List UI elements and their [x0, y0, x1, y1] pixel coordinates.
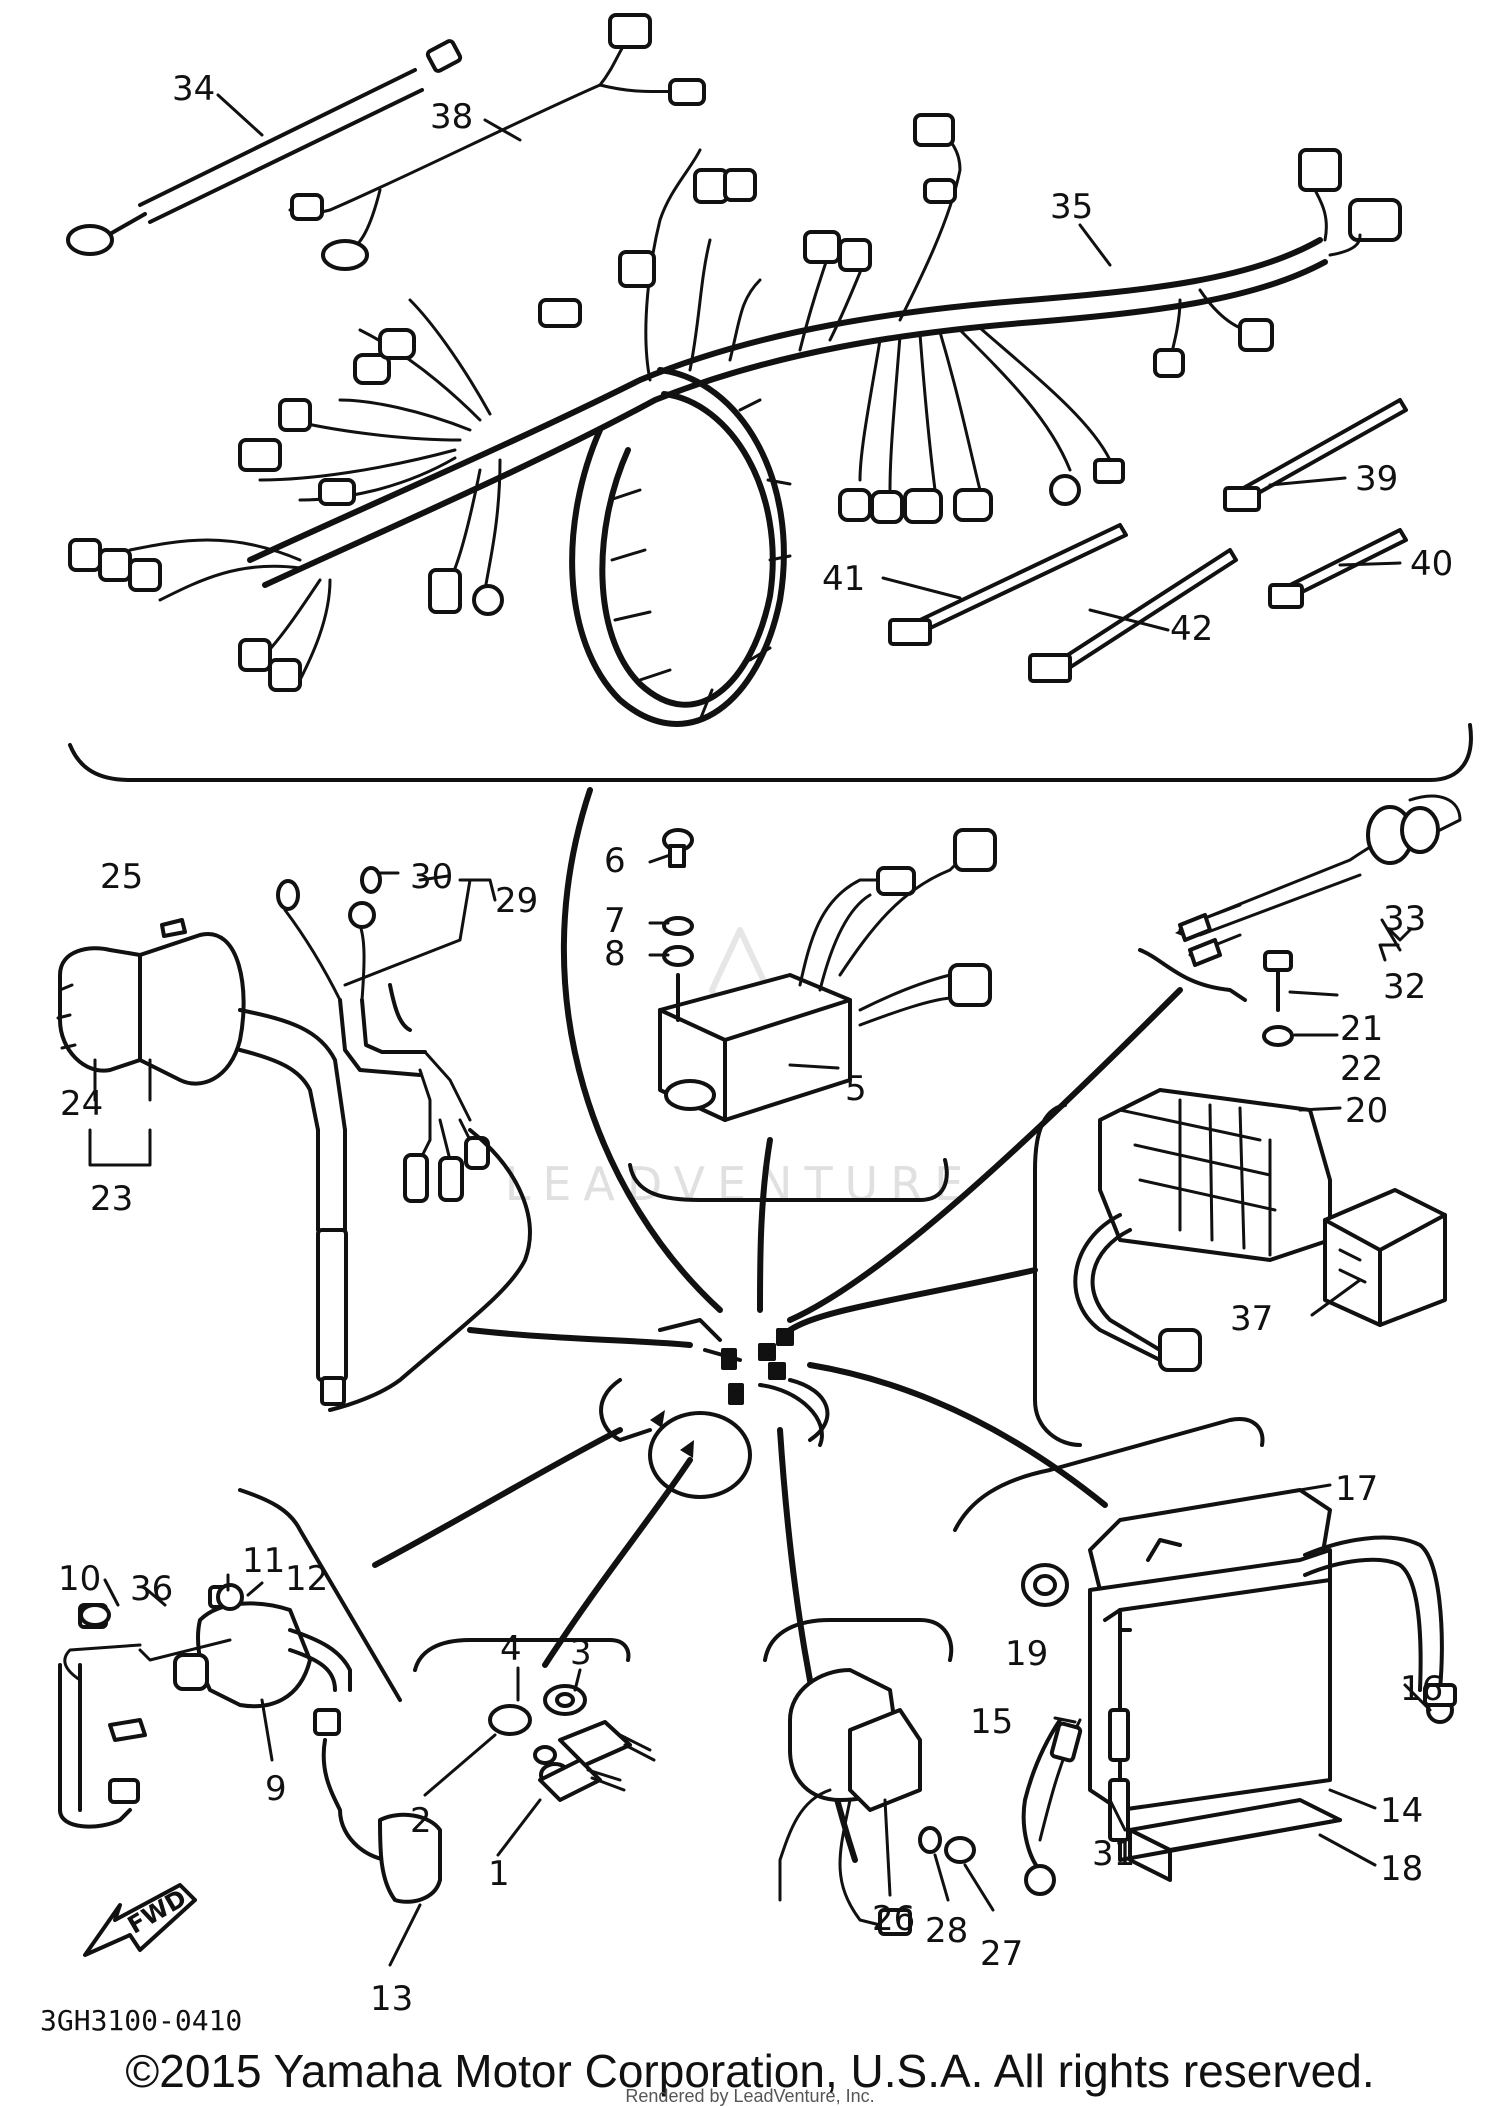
callout-3: 3	[570, 1633, 592, 1673]
diagram-code: 3GH3100-0410	[40, 2004, 242, 2037]
cable-ties-group	[888, 398, 1408, 683]
callout-18: 18	[1380, 1849, 1423, 1889]
callout-36: 36	[130, 1569, 173, 1609]
callout-20: 20	[1345, 1091, 1388, 1131]
callout-8: 8	[604, 934, 626, 974]
callout-numbers: 34 38 35 39 40 41 42 25 30 29 6 7 8 5 24…	[58, 69, 1453, 2019]
callout-35: 35	[1050, 187, 1093, 227]
callout-10: 10	[58, 1559, 101, 1599]
part-34-lead-wire	[66, 39, 463, 256]
callout-24: 24	[60, 1084, 103, 1124]
callout-6: 6	[604, 841, 626, 881]
callout-11: 11	[242, 1541, 285, 1581]
callout-17: 17	[1335, 1469, 1378, 1509]
fwd-direction-arrow: FWD	[83, 1883, 197, 1957]
callout-14: 14	[1380, 1791, 1423, 1831]
parts-6-7-8-fasteners	[662, 828, 694, 1022]
parts-9-10-11-12-13-36-ignition-coil	[58, 1488, 442, 1904]
part-38-sub-lead	[288, 13, 706, 271]
callout-25: 25	[100, 857, 143, 897]
callout-2: 2	[410, 1801, 432, 1841]
copyright-notice: ©2015 Yamaha Motor Corporation, U.S.A. A…	[125, 2045, 1375, 2097]
callout-41: 41	[822, 559, 865, 599]
callout-22: 22	[1340, 1049, 1383, 1089]
callout-5: 5	[845, 1069, 867, 1109]
callout-29: 29	[495, 881, 538, 921]
callout-1: 1	[488, 1854, 510, 1894]
parts-29-30-lead	[276, 866, 532, 1412]
callout-32: 32	[1383, 967, 1426, 1007]
main-wire-harness	[68, 113, 1402, 727]
callout-30: 30	[410, 857, 453, 897]
watermark-text: LEADVENTURE	[505, 1157, 976, 1211]
callout-19: 19	[1005, 1634, 1048, 1674]
callout-40: 40	[1410, 544, 1453, 584]
parts-20-21-22-37-rectifier	[1033, 950, 1447, 1447]
callout-9: 9	[265, 1769, 287, 1809]
callout-38: 38	[430, 97, 473, 137]
callout-42: 42	[1170, 609, 1213, 649]
callout-7: 7	[604, 901, 626, 941]
callout-16: 16	[1400, 1669, 1443, 1709]
callout-27: 27	[980, 1934, 1023, 1974]
callout-13: 13	[370, 1979, 413, 2019]
parts-23-24-main-switch	[56, 918, 348, 1406]
callout-leaders	[88, 93, 1432, 1967]
callout-15: 15	[970, 1702, 1013, 1742]
top-group-bracket	[68, 723, 1473, 782]
callout-21: 21	[1340, 1009, 1383, 1049]
callout-12: 12	[285, 1559, 328, 1599]
parts-1-2-3-4-switches	[413, 1638, 656, 1802]
callout-4: 4	[500, 1629, 522, 1669]
part-5-cdi-unit	[628, 828, 997, 1202]
parts-14-19-battery-group	[953, 1417, 1457, 1896]
callout-28: 28	[925, 1911, 968, 1951]
callout-37: 37	[1230, 1299, 1273, 1339]
parts-26-27-28-starter-relay	[763, 1618, 976, 1936]
callout-34: 34	[172, 69, 215, 109]
callout-31: 31	[1092, 1834, 1135, 1874]
callout-23: 23	[90, 1179, 133, 1219]
callout-39: 39	[1355, 459, 1398, 499]
rendered-by-credit: Rendered by LeadVenture, Inc.	[625, 2086, 875, 2106]
leader-lines	[372, 787, 1183, 1863]
parts-32-33-lead	[1138, 794, 1462, 1002]
callout-26: 26	[872, 1899, 915, 1939]
callout-33: 33	[1383, 899, 1426, 939]
